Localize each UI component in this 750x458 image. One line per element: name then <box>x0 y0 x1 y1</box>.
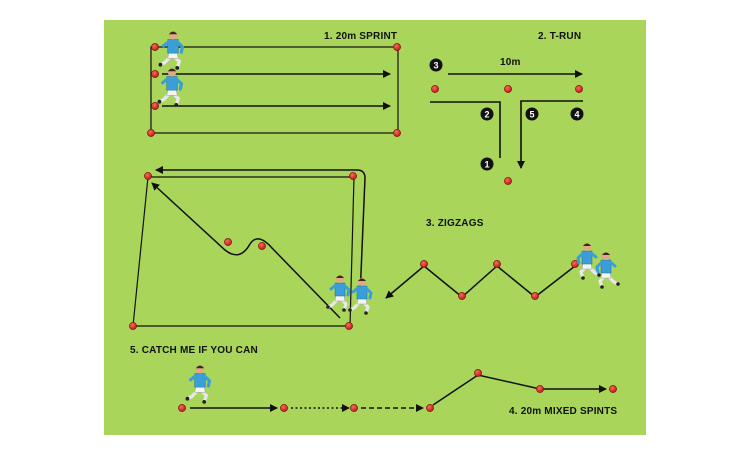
cone <box>393 43 401 51</box>
cone <box>504 85 512 93</box>
cone <box>531 292 539 300</box>
mixed-angled-path <box>432 374 607 406</box>
cone <box>458 292 466 300</box>
player <box>595 252 620 289</box>
mixed-drill <box>190 374 607 412</box>
cone <box>426 404 434 412</box>
sprint-grid <box>150 46 399 134</box>
cone <box>420 260 428 268</box>
cone <box>258 242 266 250</box>
cone <box>147 129 155 137</box>
cone <box>280 404 288 412</box>
cone <box>504 177 512 185</box>
trun-left-path <box>430 101 501 158</box>
cone <box>349 172 357 180</box>
cone <box>536 385 544 393</box>
drill-title-catch: 5. CATCH ME IF YOU CAN <box>130 345 258 356</box>
trun-distance-label: 10m <box>500 57 521 68</box>
pitch <box>104 20 646 435</box>
sprint-drill <box>150 46 399 134</box>
trun-step-badge: 2 <box>480 107 494 121</box>
trun-step-badge: 5 <box>525 107 539 121</box>
badges-layer: 3 2 5 4 1 <box>429 58 584 171</box>
player <box>158 31 185 70</box>
trun-step-number: 3 <box>433 61 438 71</box>
cone <box>178 404 186 412</box>
trun-step-number: 5 <box>529 110 534 120</box>
catch-curve-path <box>151 182 341 319</box>
cone <box>474 369 482 377</box>
trun-step-number: 2 <box>484 110 489 120</box>
drill-title-zigzags: 3. ZIGZAGS <box>426 218 484 229</box>
cone <box>151 70 159 78</box>
drill-title-trun: 2. T-RUN <box>538 31 582 42</box>
trun-step-badge: 1 <box>480 157 494 171</box>
player <box>576 243 601 280</box>
drill-title-sprint: 1. 20m SPRINT <box>324 31 398 42</box>
trun-step-badge: 4 <box>570 107 584 121</box>
cone <box>151 102 159 110</box>
player <box>348 278 373 315</box>
zigzag-path <box>385 265 576 299</box>
cone <box>345 322 353 330</box>
player <box>326 275 351 312</box>
cone <box>144 172 152 180</box>
cone <box>575 85 583 93</box>
catch-top-arrow <box>155 166 366 298</box>
players-layer <box>157 31 620 404</box>
cone <box>393 129 401 137</box>
cone <box>129 322 137 330</box>
cones-layer <box>129 43 617 412</box>
cone <box>431 85 439 93</box>
trun-right-path <box>517 100 583 169</box>
trun-step-number: 1 <box>484 160 489 170</box>
cone <box>151 43 159 51</box>
trun-drill <box>430 70 583 169</box>
player <box>157 68 184 107</box>
trun-step-badge: 3 <box>429 58 443 72</box>
drill-title-mixed: 4. 20m MIXED SPINTS <box>509 406 618 417</box>
cone <box>350 404 358 412</box>
player <box>185 365 212 404</box>
trun-step-number: 4 <box>574 110 579 120</box>
cone <box>224 238 232 246</box>
cone <box>493 260 501 268</box>
cone <box>609 385 617 393</box>
